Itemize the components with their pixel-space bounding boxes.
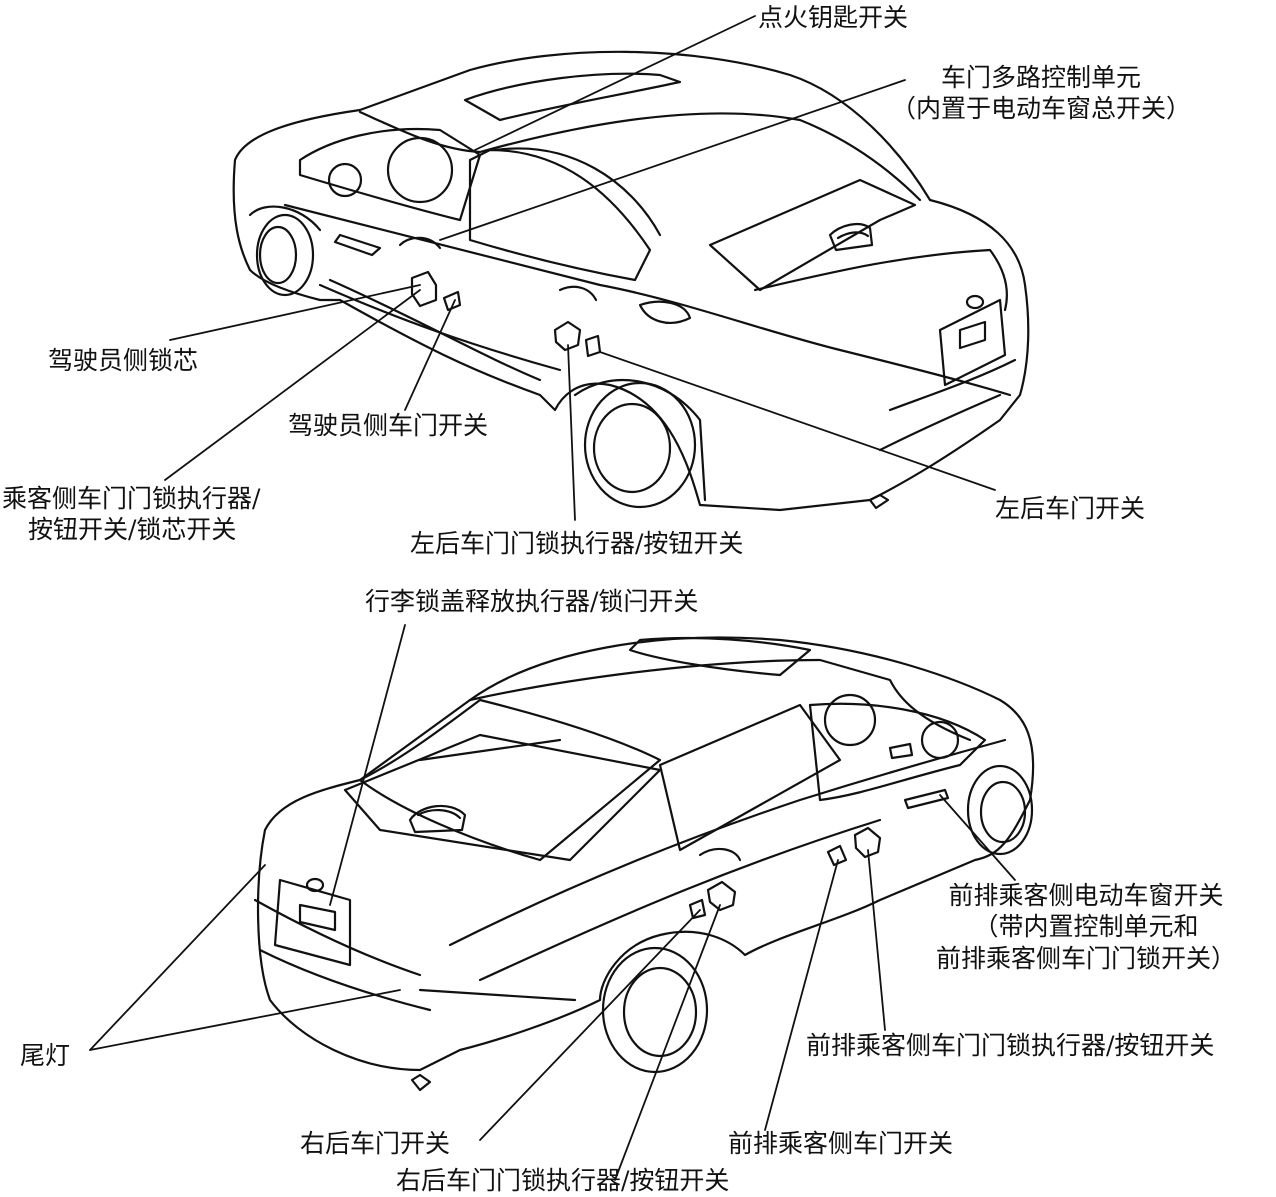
label-trunk-release: 行李锁盖释放执行器/锁闩开关 — [365, 587, 699, 616]
bottom-car-leader-lines — [89, 624, 1016, 1181]
label-front-passenger-actuator: 前排乘客侧车门门锁执行器/按钮开关 — [806, 1031, 1215, 1060]
label-right-rear-door-switch: 右后车门开关 — [300, 1129, 451, 1158]
label-left-rear-actuator: 左后车门门锁执行器/按钮开关 — [410, 529, 744, 558]
label-passenger-actuator: 乘客侧车门门锁执行器/ 按钮开关/锁芯开关 — [2, 483, 260, 546]
label-left-rear-door-switch: 左后车门开关 — [995, 494, 1146, 523]
label-front-passenger-door-switch: 前排乘客侧车门开关 — [728, 1129, 954, 1158]
top-car-leader-lines — [164, 15, 996, 521]
label-door-multiplex-unit-line1: 车门多路控制单元 — [940, 63, 1141, 92]
label-front-power-window-line2: （带内置控制单元和 — [973, 912, 1199, 942]
top-car-illustration — [232, 50, 1030, 512]
label-door-multiplex-unit-line2: （内置于电动车窗总开关） — [890, 94, 1191, 124]
label-driver-door-switch: 驾驶员侧车门开关 — [288, 411, 489, 440]
label-tail-light: 尾灯 — [20, 1041, 71, 1070]
label-ignition-key-switch: 点火钥匙开关 — [758, 3, 909, 32]
label-passenger-actuator-line1: 乘客侧车门门锁执行器/ — [2, 484, 261, 513]
label-driver-lock-cylinder: 驾驶员侧锁芯 — [48, 346, 199, 375]
label-front-power-window: 前排乘客侧电动车窗开关 （带内置控制单元和 前排乘客侧车门门锁开关） — [918, 880, 1254, 974]
label-right-rear-actuator: 右后车门门锁执行器/按钮开关 — [396, 1166, 730, 1195]
label-front-power-window-line3: 前排乘客侧车门门锁开关） — [935, 943, 1236, 973]
label-front-power-window-line1: 前排乘客侧电动车窗开关 — [948, 881, 1224, 910]
bottom-car-illustration — [253, 636, 1035, 1092]
label-door-multiplex-unit: 车门多路控制单元 （内置于电动车窗总开关） — [876, 62, 1206, 125]
label-passenger-actuator-line2: 按钮开关/锁芯开关 — [28, 515, 237, 545]
